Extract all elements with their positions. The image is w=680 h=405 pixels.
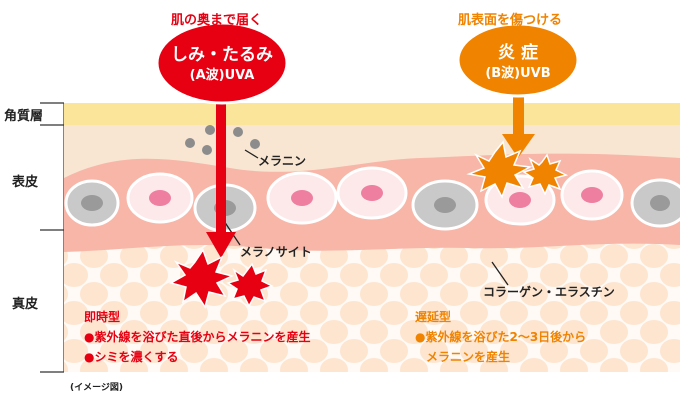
delayed-line-1: ●紫外線を浴びた2～3日後から xyxy=(415,330,587,344)
stratum-corneum-layer xyxy=(64,103,680,125)
uva-subtitle: (A波)UVA xyxy=(189,68,255,83)
label-epidermis: 表皮 xyxy=(12,175,39,190)
image-note: (イメージ図) xyxy=(70,383,124,393)
layer-brackets xyxy=(40,102,65,373)
uva-caption: 肌の奥まで届く xyxy=(171,13,263,28)
uvb-subtitle: (B波)UVB xyxy=(485,66,551,81)
uvb-title: 炎 症 xyxy=(498,43,538,63)
immediate-line-1: ●紫外線を浴びた直後からメラニンを産生 xyxy=(84,330,311,344)
epidermal-cells xyxy=(64,166,680,233)
label-melanin: メラニン xyxy=(258,154,307,168)
delayed-heading: 遅延型 xyxy=(415,310,452,324)
uva-arrow xyxy=(206,85,236,258)
label-collagen-elastin: コラーゲン・エラスチン xyxy=(483,285,615,299)
uvb-arrow xyxy=(502,85,535,158)
uva-title: しみ・たるみ xyxy=(171,45,273,65)
uvb-bubble xyxy=(456,22,580,98)
inflammation-bursts xyxy=(466,140,569,199)
uva-bubble xyxy=(155,21,289,105)
immediate-bursts xyxy=(169,248,274,309)
label-melanocyte: メラノサイト xyxy=(240,245,312,259)
label-stratum-corneum: 角質層 xyxy=(4,109,44,124)
uvb-caption: 肌表面を傷つける xyxy=(458,13,563,28)
melanin-dots xyxy=(185,125,260,155)
immediate-line-2: ●シミを濃くする xyxy=(84,350,179,364)
delayed-line-2: メラニンを産生 xyxy=(426,350,511,364)
label-dermis: 真皮 xyxy=(12,297,39,312)
immediate-heading: 即時型 xyxy=(84,310,121,324)
